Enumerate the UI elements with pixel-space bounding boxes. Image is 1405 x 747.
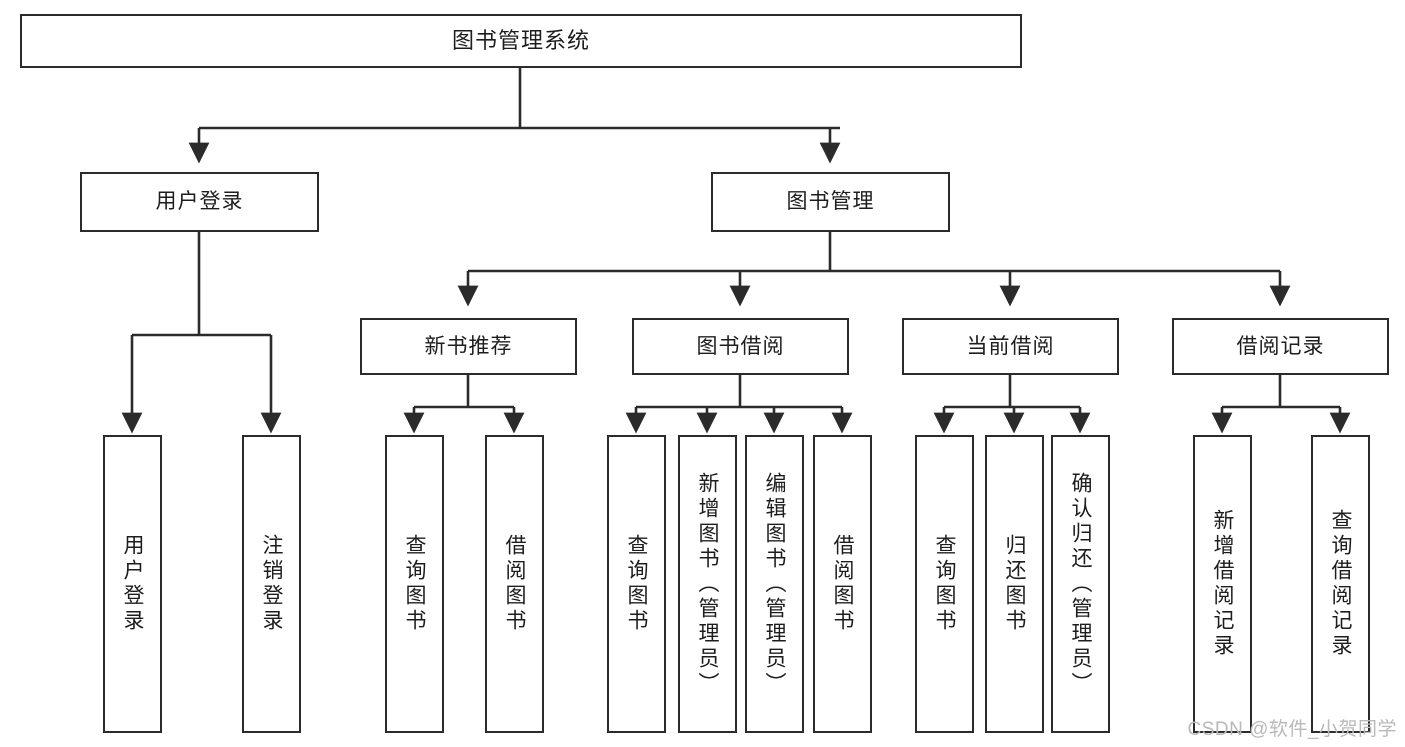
node-leaf-add-record-label: 新增借阅记录 — [1211, 509, 1234, 659]
node-leaf-borrow-book-1[interactable]: 借阅图书 — [485, 435, 544, 733]
node-leaf-confirm-return-label: 确认归还（管理员） — [1069, 471, 1092, 697]
node-leaf-query-book-1[interactable]: 查询图书 — [385, 435, 444, 733]
node-current-borrow-label: 当前借阅 — [966, 334, 1055, 358]
node-leaf-return-book[interactable]: 归还图书 — [985, 435, 1044, 733]
node-new-book-rec-label: 新书推荐 — [424, 334, 513, 358]
node-leaf-logout[interactable]: 注销登录 — [242, 435, 301, 733]
node-leaf-borrow-book-2[interactable]: 借阅图书 — [813, 435, 872, 733]
node-root-label: 图书管理系统 — [451, 27, 590, 53]
node-user-login-label: 用户登录 — [155, 190, 244, 214]
node-leaf-borrow-book-2-label: 借阅图书 — [831, 534, 854, 634]
node-root[interactable]: 图书管理系统 — [20, 14, 1022, 68]
node-book-manage-label: 图书管理 — [786, 190, 875, 214]
node-book-borrow[interactable]: 图书借阅 — [632, 318, 849, 375]
node-user-login[interactable]: 用户登录 — [80, 172, 319, 232]
node-leaf-confirm-return[interactable]: 确认归还（管理员） — [1051, 435, 1110, 733]
node-leaf-query-record-label: 查询借阅记录 — [1329, 509, 1352, 659]
node-leaf-query-book-1-label: 查询图书 — [403, 534, 426, 634]
node-leaf-query-book-2-label: 查询图书 — [625, 534, 648, 634]
node-book-borrow-label: 图书借阅 — [696, 334, 785, 358]
node-leaf-user-login-label: 用户登录 — [121, 534, 144, 634]
node-book-manage[interactable]: 图书管理 — [711, 172, 950, 232]
node-leaf-user-login[interactable]: 用户登录 — [103, 435, 162, 733]
node-leaf-return-book-label: 归还图书 — [1003, 534, 1026, 634]
node-leaf-add-record[interactable]: 新增借阅记录 — [1193, 435, 1252, 733]
node-leaf-add-book[interactable]: 新增图书（管理员） — [678, 435, 737, 733]
node-leaf-logout-label: 注销登录 — [260, 534, 283, 634]
node-leaf-add-book-label: 新增图书（管理员） — [696, 471, 719, 697]
watermark: CSDN @软件_小贺同学 — [1187, 719, 1397, 740]
node-new-book-rec[interactable]: 新书推荐 — [360, 318, 577, 375]
node-borrow-record-label: 借阅记录 — [1236, 334, 1325, 358]
node-leaf-query-book-2[interactable]: 查询图书 — [607, 435, 666, 733]
node-leaf-query-record[interactable]: 查询借阅记录 — [1311, 435, 1370, 733]
node-leaf-query-book-3[interactable]: 查询图书 — [915, 435, 974, 733]
node-current-borrow[interactable]: 当前借阅 — [902, 318, 1119, 375]
node-borrow-record[interactable]: 借阅记录 — [1172, 318, 1389, 375]
node-leaf-query-book-3-label: 查询图书 — [933, 534, 956, 634]
node-leaf-edit-book[interactable]: 编辑图书（管理员） — [745, 435, 804, 733]
node-leaf-edit-book-label: 编辑图书（管理员） — [763, 471, 786, 697]
node-leaf-borrow-book-1-label: 借阅图书 — [503, 534, 526, 634]
